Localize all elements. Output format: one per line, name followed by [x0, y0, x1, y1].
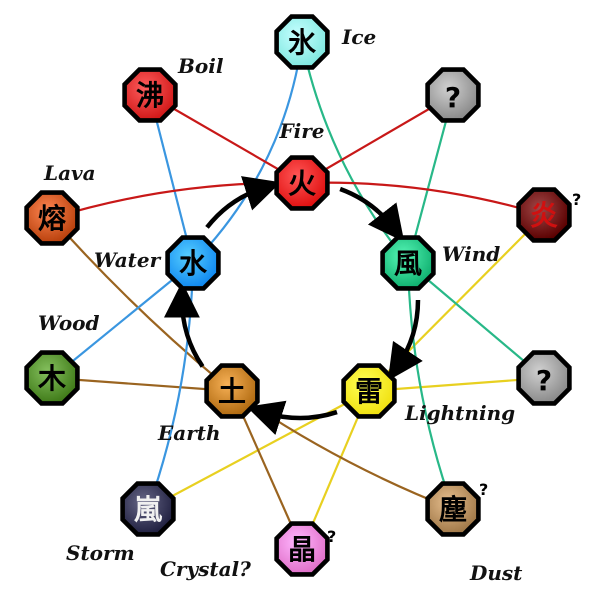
node-ice: 氷: [274, 14, 330, 70]
node-unknown_right-fill: [520, 354, 568, 402]
node-wood: 木: [24, 350, 80, 406]
node-water: 水: [165, 235, 221, 291]
node-boil: 沸: [122, 67, 178, 123]
node-water-glyph: 水: [179, 247, 208, 280]
label-fire: Fire: [278, 119, 324, 143]
node-unknown_right-glyph: ?: [536, 364, 552, 397]
node-lava-glyph: 熔: [38, 202, 66, 235]
node-dust-fill: [429, 485, 477, 533]
node-lava-fill: [28, 194, 76, 242]
label-ice: Ice: [341, 25, 376, 49]
node-black_fire-glyph: 炎: [530, 199, 558, 232]
node-boil-fill: [126, 71, 174, 119]
node-lightning: 雷: [341, 363, 397, 419]
node-lava: 熔: [24, 190, 80, 246]
node-lightning-fill: [345, 367, 393, 415]
node-fire-fill: [278, 159, 326, 207]
label-wind: Wind: [442, 242, 500, 266]
node-earth: 土: [204, 363, 260, 419]
label-water: Water: [94, 248, 162, 272]
label-crystal: Crystal?: [160, 557, 251, 581]
node-unknown_top-glyph: ?: [445, 81, 461, 114]
connection-dust-wind: [406, 262, 455, 510]
node-black_fire-uncertain-mark: ?: [572, 190, 581, 209]
node-earth-glyph: 土: [218, 375, 246, 408]
node-storm-fill: [124, 485, 172, 533]
connection-black_fire-fire: [301, 181, 545, 217]
node-ice-fill: [278, 18, 326, 66]
cycle-arrow-water-to-fire: [205, 176, 281, 229]
cycle-arrow-wind-to-lightning: [387, 299, 423, 381]
node-black_fire-fill: [520, 191, 568, 239]
label-storm: Storm: [66, 541, 135, 565]
cycle-arrows: [163, 176, 423, 435]
node-storm: 嵐: [120, 481, 176, 537]
node-dust: 塵?: [425, 480, 488, 537]
label-lava: Lava: [43, 161, 96, 185]
node-earth-fill: [208, 367, 256, 415]
node-crystal: 晶?: [274, 521, 336, 577]
node-lightning-glyph: 雷: [355, 375, 383, 408]
node-black_fire: 炎?: [516, 187, 581, 243]
label-earth: Earth: [157, 421, 221, 445]
node-ice-glyph: 氷: [288, 26, 317, 59]
node-crystal-uncertain-mark: ?: [327, 527, 336, 546]
node-fire: 火: [274, 155, 330, 211]
cycle-arrow-fire-to-wind: [339, 186, 405, 242]
label-lightning: Lightning: [404, 401, 515, 425]
node-fire-glyph: 火: [288, 167, 316, 200]
node-boil-glyph: 沸: [136, 79, 164, 112]
node-wind-glyph: 風: [394, 247, 422, 280]
cycle-arrow-earth-to-water: [163, 281, 205, 368]
node-unknown_top: ?: [425, 67, 481, 123]
node-wind: 風: [380, 235, 436, 291]
node-crystal-fill: [278, 525, 326, 573]
label-boil: Boil: [177, 54, 224, 78]
node-wind-fill: [384, 239, 432, 287]
node-dust-uncertain-mark: ?: [479, 480, 488, 499]
node-unknown_top-fill: [429, 71, 477, 119]
node-wood-fill: [28, 354, 76, 402]
node-water-fill: [169, 239, 217, 287]
label-wood: Wood: [38, 311, 100, 335]
label-dust: Dust: [469, 561, 523, 585]
node-wood-glyph: 木: [37, 362, 66, 395]
node-storm-glyph: 嵐: [134, 493, 163, 526]
node-dust-glyph: 塵: [439, 493, 467, 526]
node-unknown_right: ?: [516, 350, 572, 406]
node-crystal-glyph: 晶: [288, 533, 316, 566]
cycle-arrow-lightning-to-earth: [246, 400, 338, 435]
